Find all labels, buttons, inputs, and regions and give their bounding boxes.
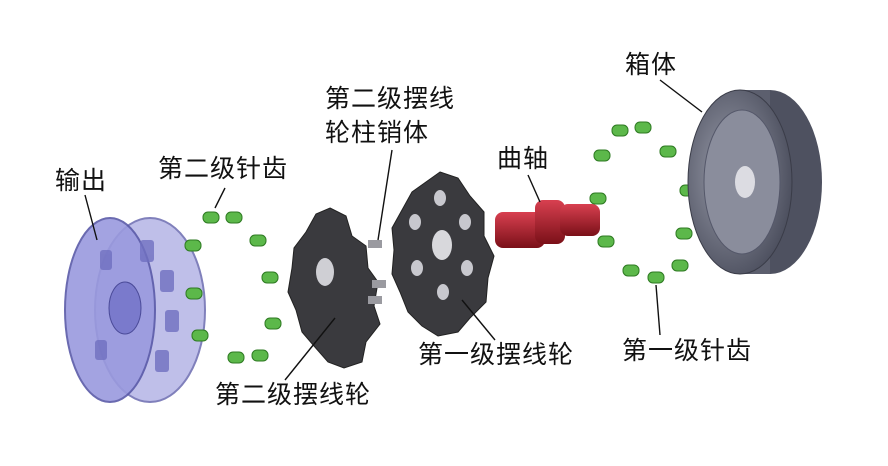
second-stage-pins xyxy=(184,211,282,364)
label-housing: 箱体 xyxy=(625,50,678,79)
label-second-cycloid: 第二级摆线轮 xyxy=(215,380,372,409)
label-second-pin-body-line1: 第二级摆线 xyxy=(325,84,456,113)
label-crankshaft: 曲轴 xyxy=(497,144,550,173)
output-disc xyxy=(64,217,206,403)
label-second-pin-body-line2: 轮柱销体 xyxy=(325,118,430,147)
label-second-pin-teeth: 第二级针齿 xyxy=(158,154,289,183)
second-cycloid-gear xyxy=(287,207,386,369)
first-cycloid-gear xyxy=(391,171,495,337)
first-stage-pins xyxy=(589,121,697,284)
label-first-cycloid: 第一级摆线轮 xyxy=(418,340,575,369)
crankshaft xyxy=(495,200,600,248)
housing xyxy=(687,89,822,275)
label-output: 输出 xyxy=(55,166,108,195)
leader-lines xyxy=(84,79,703,381)
label-first-pin-teeth: 第一级针齿 xyxy=(622,336,753,365)
